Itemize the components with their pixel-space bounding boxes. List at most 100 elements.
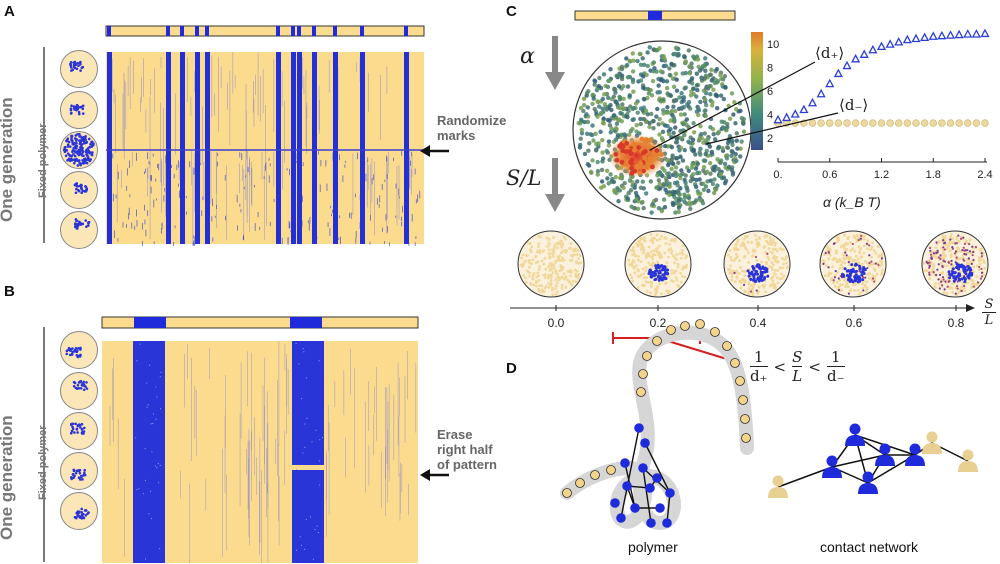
globule-bead [638,78,644,83]
globule-bead [718,93,724,98]
globule-bead [651,60,657,65]
globule-bead [584,112,589,117]
globule-bead [600,96,605,102]
panel-b-domain-noise [319,439,321,441]
globule-bead [624,62,630,68]
panel-a-noise [174,225,176,229]
panel-a-noise [410,160,412,166]
globule-bead [710,100,715,105]
panel-a-thumbnail [60,211,98,249]
globule-bead [676,205,682,210]
panel-b-pattern-bar [101,316,419,329]
polymer-bead-marked [640,438,650,448]
alpha-arrow-icon [545,36,565,90]
globule-bead [700,200,706,206]
pointer-lines [649,61,839,151]
panel-a-side-title: One generation [0,97,16,222]
globule-hot-bead [658,152,664,157]
globule-bead [579,117,584,122]
globule-bead [699,75,704,80]
globule-bead [720,77,726,82]
globule-hot-bead [619,159,625,165]
sl-axis-l: L [982,312,996,328]
panel-b-heatmap [101,316,419,563]
globule-bead [703,61,708,67]
panel-a-noise [340,236,341,245]
globule-bead [627,93,632,98]
globule-bead [693,166,699,171]
panel-b-domain-noise [160,408,162,410]
globule-bead [709,67,714,72]
mid-den: L [792,366,803,385]
polymer-contact [642,467,652,524]
panel-a-noise [350,212,352,219]
dplus-point [945,30,956,39]
dplus-point [902,34,912,44]
globule-bead [708,178,713,183]
globule-bead [595,159,600,165]
mid-num: S [792,348,803,366]
globule-bead [686,139,691,144]
globule-bead [615,133,621,138]
x-tick-label: 2.4 [977,169,992,181]
panel-a-noise [161,228,162,234]
globule-bead [682,195,688,200]
globule-hot-bead [623,149,629,154]
panel-a-noise [414,242,416,246]
dplus-point [851,53,861,63]
polymer-bead-unmarked [666,325,676,335]
globule-bead [634,123,639,128]
globule-bead [676,53,681,58]
globule-bead [734,158,739,164]
panel-b-domain-noise [135,437,137,439]
globule-bead [686,100,692,105]
panel-b-domain-noise [319,484,321,486]
globule-bead [585,131,590,136]
globule-bead [679,135,684,141]
globule-bead [591,138,596,143]
panel-b-domain-noise [136,360,138,362]
dplus-point [971,29,981,38]
globule-bead [689,61,694,66]
globule-bead [592,78,597,83]
polymer-bead-unmarked [652,336,662,346]
globule-hot-bead [629,157,635,163]
globule-bead [645,112,650,117]
polymer-bead-unmarked [735,376,745,386]
globule-bead [601,116,606,121]
globule-bead [585,161,591,167]
sweep-globule [723,230,791,298]
person-icon [905,443,925,466]
globule-bead [709,103,715,108]
person-icon [845,423,865,446]
globule-bead [600,156,606,161]
panel-d-label: D [506,360,517,377]
panel-a-bar-mark [166,26,170,36]
panel-b-domain-noise [158,482,160,484]
globule-bead [691,147,696,153]
globule-bead [671,84,677,90]
panel-a-noise [417,194,419,203]
globule-hot-bead [636,145,641,150]
globule-bead [625,75,631,80]
globule-hot-bead [614,157,620,163]
globule-bead [578,105,584,111]
globule-bead [651,125,656,131]
panel-a-noise [202,196,204,201]
globule-bead [619,174,625,179]
globule-hot-bead [647,138,652,143]
polymer-bead-unmarked [636,387,646,397]
dminus-point [903,119,912,127]
panel-a-column [360,52,365,244]
dplus-point [825,78,835,88]
globule-bead [678,112,684,117]
globule-bead [621,106,627,111]
globule-bead [671,191,676,197]
globule-bead [698,123,703,129]
network-edge [831,454,886,468]
globule-bead [716,144,722,150]
globule-bead [596,104,602,109]
panel-a-noise [370,214,371,221]
globule-bead [668,118,673,123]
globule-bead [651,68,656,74]
